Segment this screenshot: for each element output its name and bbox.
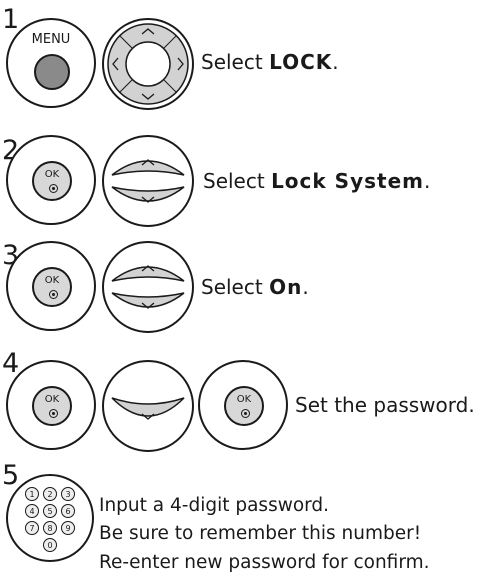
down-pad[interactable]: [102, 360, 194, 452]
menu-item-name: LOCK: [269, 50, 333, 74]
ok-key-icon: OK: [32, 267, 72, 307]
navigation-ring-icon: [107, 23, 189, 105]
key-1: 1: [29, 490, 34, 499]
menu-button[interactable]: MENU: [6, 18, 96, 108]
menu-item-name: Lock System: [271, 169, 424, 193]
key-9: 9: [65, 524, 70, 533]
ok-key-icon: OK: [32, 386, 72, 426]
navigation-pad[interactable]: [102, 18, 194, 110]
down-arrow-icon: [111, 397, 185, 420]
menu-key-icon: [34, 54, 70, 90]
step-3-instruction: Select On.: [201, 275, 309, 299]
step-number: 4: [2, 348, 20, 379]
step-2-instruction: Select Lock System.: [203, 169, 431, 193]
key-7: 7: [29, 524, 34, 533]
step-number: 1: [2, 4, 20, 35]
up-down-arrows-icon: [111, 159, 185, 203]
ok-button[interactable]: OK: [6, 360, 96, 450]
ok-button[interactable]: OK: [6, 135, 96, 225]
key-5: 5: [47, 507, 52, 516]
ok-button[interactable]: OK: [6, 241, 96, 331]
number-keypad[interactable]: 1 2 3 4 5 6 7 8 9 0: [6, 474, 94, 562]
ok-button-confirm[interactable]: OK: [198, 360, 288, 450]
up-down-pad[interactable]: [102, 135, 194, 227]
key-3: 3: [65, 490, 70, 499]
ok-key-icon: OK: [32, 161, 72, 201]
step-4-instruction: Set the password.: [295, 393, 475, 417]
step-5-line-1: Input a 4-digit password.: [99, 495, 330, 516]
key-8: 8: [47, 524, 52, 533]
key-4: 4: [29, 507, 34, 516]
menu-label: MENU: [31, 32, 71, 47]
key-0: 0: [47, 541, 52, 550]
key-6: 6: [65, 507, 70, 516]
ok-key-icon: OK: [224, 386, 264, 426]
step-1-instruction: Select LOCK.: [201, 50, 339, 74]
up-down-pad[interactable]: [102, 241, 194, 333]
step-5-line-3: Re-enter new password for confirm.: [99, 552, 430, 573]
step-number: 5: [2, 460, 20, 491]
menu-item-name: On: [269, 275, 303, 299]
key-2: 2: [47, 490, 52, 499]
up-down-arrows-icon: [111, 265, 185, 309]
step-5-line-2: Be sure to remember this number!: [99, 523, 422, 544]
keypad-icon: 1 2 3 4 5 6 7 8 9 0: [25, 487, 75, 552]
